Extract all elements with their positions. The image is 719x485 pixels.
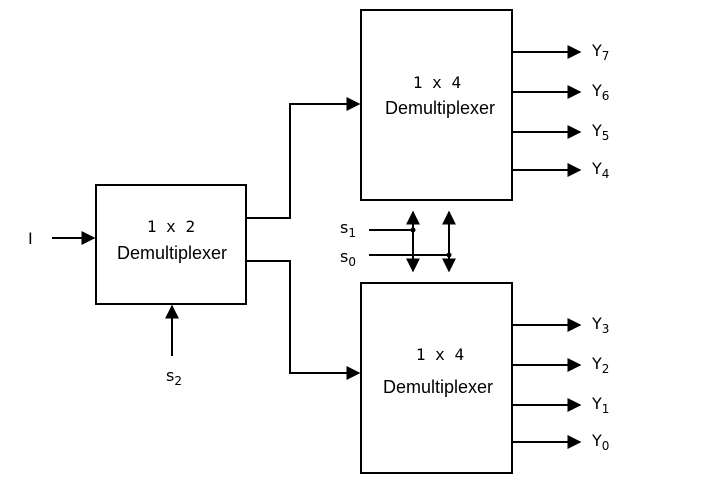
input-label: I xyxy=(28,229,33,248)
demux-1x4-lower-size: 1 x 4 xyxy=(416,345,464,364)
demux-1x4-lower-name: Demultiplexer xyxy=(383,377,493,397)
upper-connection-arrow xyxy=(246,97,361,219)
demux-1x2-name: Demultiplexer xyxy=(117,243,227,263)
output-y4-label: Y4 xyxy=(591,159,609,181)
output-y5-label: Y5 xyxy=(591,121,609,143)
s2-label: s2 xyxy=(166,366,182,388)
demux-1x2-size: 1 x 2 xyxy=(147,217,195,236)
output-y7-label: Y7 xyxy=(591,41,609,63)
output-y0-label: Y0 xyxy=(591,431,609,453)
s0-label: s0 xyxy=(340,247,356,269)
output-y6-label: Y6 xyxy=(591,81,609,103)
demux-1x2-block xyxy=(95,184,247,305)
lower-connection-arrow xyxy=(246,260,361,380)
demux-1x4-upper-name: Demultiplexer xyxy=(385,98,495,118)
output-y3-label: Y3 xyxy=(591,314,609,336)
output-y1-label: Y1 xyxy=(591,394,609,416)
demux-1x4-upper-block xyxy=(360,9,513,201)
demux-1x4-upper-size: 1 x 4 xyxy=(413,73,461,92)
output-y2-label: Y2 xyxy=(591,354,609,376)
demux-1x4-lower-block xyxy=(360,282,513,474)
s1-label: s1 xyxy=(340,218,356,240)
